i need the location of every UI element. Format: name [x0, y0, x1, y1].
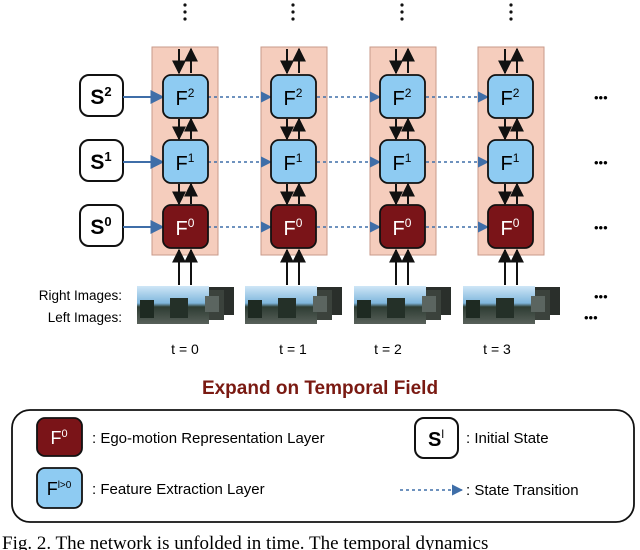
svg-text:Sl: Sl [428, 427, 444, 451]
top-vertical-dots [183, 3, 513, 21]
vertical-layer-arrows [172, 47, 524, 285]
image-stacks [137, 286, 560, 324]
legend: F0 : Ego-motion Representation Layer Fl>… [11, 409, 635, 523]
svg-text:t = 1: t = 1 [279, 341, 307, 357]
svg-text:•••: ••• [584, 310, 598, 325]
svg-text:F2: F2 [501, 86, 520, 110]
svg-text:F2: F2 [284, 86, 303, 110]
svg-text:S0: S0 [90, 214, 111, 239]
node-f1-t2: F1 [379, 139, 426, 184]
svg-text:F1: F1 [501, 151, 520, 175]
time-columns [151, 46, 545, 256]
svg-text:S1: S1 [90, 149, 111, 174]
svg-text:F1: F1 [176, 151, 195, 175]
node-f2-t1: F2 [270, 74, 317, 119]
node-f1-t0: F1 [162, 139, 209, 184]
svg-text:F0: F0 [50, 428, 67, 448]
legend-feature-label: : Feature Extraction Layer [92, 481, 265, 498]
image-stack-t2 [354, 286, 451, 324]
svg-text:F0: F0 [284, 216, 303, 240]
node-f0-t2: F0 [379, 204, 426, 249]
node-f2-t3: F2 [487, 74, 534, 119]
section-title: Expand on Temporal Field [202, 378, 438, 399]
svg-text:F2: F2 [393, 86, 412, 110]
svg-text:F2: F2 [176, 86, 195, 110]
svg-text:F0: F0 [176, 216, 195, 240]
node-f0-t1: F0 [270, 204, 317, 249]
legend-ego-symbol: F0 [36, 417, 83, 457]
row-ellipses: ••• ••• ••• ••• ••• [584, 90, 608, 325]
layer-nodes: F2 F1 F0 F2 F1 F0 F2 F1 [162, 74, 534, 249]
legend-state-symbol: Sl [414, 417, 459, 459]
image-stack-t0 [137, 286, 234, 324]
node-f0-t3: F0 [487, 204, 534, 249]
image-stack-t1 [245, 286, 342, 324]
node-f1-t1: F1 [270, 139, 317, 184]
legend-ego-label: : Ego-motion Representation Layer [92, 430, 325, 447]
svg-text:•••: ••• [594, 90, 608, 105]
node-f2-t0: F2 [162, 74, 209, 119]
svg-text:t = 0: t = 0 [171, 341, 199, 357]
svg-text:•••: ••• [594, 155, 608, 170]
legend-state-label: : Initial State [466, 430, 549, 447]
node-f1-t3: F1 [487, 139, 534, 184]
image-stack-t3 [463, 286, 560, 324]
svg-text:•••: ••• [594, 220, 608, 235]
svg-text:•••: ••• [594, 289, 608, 304]
svg-text:S2: S2 [90, 84, 111, 109]
left-images-label: Left Images: [48, 310, 122, 325]
svg-text:Fl>0: Fl>0 [47, 479, 72, 499]
svg-text:t = 3: t = 3 [483, 341, 511, 357]
state-input-arrows [123, 90, 165, 234]
svg-text:F0: F0 [501, 216, 520, 240]
legend-feature-symbol: Fl>0 [36, 467, 83, 509]
figure-caption: Fig. 2. The network is unfolded in time.… [2, 533, 488, 550]
node-f2-t2: F2 [379, 74, 426, 119]
state-box-s0: S0 [79, 204, 124, 247]
timestep-labels: t = 0 t = 1 t = 2 t = 3 [171, 341, 511, 357]
svg-text:F1: F1 [393, 151, 412, 175]
state-box-s2: S2 [79, 74, 124, 117]
node-f0-t0: F0 [162, 204, 209, 249]
state-transition-arrows [208, 91, 490, 233]
legend-transition-label: : State Transition [466, 482, 579, 499]
svg-text:t = 2: t = 2 [374, 341, 402, 357]
svg-text:F1: F1 [284, 151, 303, 175]
state-box-s1: S1 [79, 139, 124, 182]
right-images-label: Right Images: [39, 288, 122, 303]
svg-text:F0: F0 [393, 216, 412, 240]
